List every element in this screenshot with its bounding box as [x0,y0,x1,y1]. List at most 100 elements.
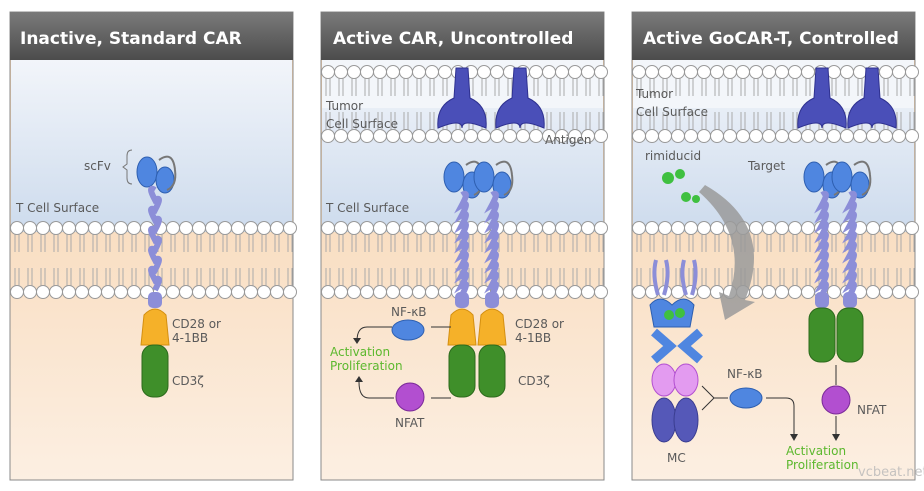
lipid-head [451,129,465,143]
lipid-head [425,129,439,143]
lipid-head [542,285,556,299]
lipid-tail [636,72,642,136]
lipid-head [127,221,141,235]
lipid-head [905,65,919,79]
panel-title: Active CAR, Uncontrolled [333,29,573,49]
lipid-head [62,221,76,235]
tumor-label-line1: Tumor [325,99,363,113]
cd3z-label: CD3ζ [518,374,550,388]
lipid-tail [831,228,837,292]
lipid-head [581,65,595,79]
lipid-head [399,285,413,299]
hinge-transmembrane-helix [842,190,857,297]
lipid-tail [429,72,435,136]
lipid-tail [701,228,707,292]
lipid-tail [779,72,785,136]
lipid-head [542,221,556,235]
lipid-head [684,129,698,143]
lipid-tail [338,228,344,292]
lipid-head [801,285,815,299]
lipid-tail [559,72,565,136]
lipid-tail [351,228,357,292]
lipid-head [658,221,672,235]
lipid-tail [429,228,435,292]
lipid-tail [870,228,876,292]
lipid-head [101,285,115,299]
costim-label-line2: 4-1BB [172,331,208,345]
lipid-tail [533,72,539,136]
lipid-tail [14,228,20,292]
mc-label: MC [667,451,686,465]
lipid-tail [442,72,448,136]
arrowhead [832,434,840,441]
lipid-head [853,65,867,79]
linker [853,160,872,196]
lipid-head [360,221,374,235]
antigen-protein [437,67,487,129]
target-label: Target [747,159,785,173]
lipid-head [736,129,750,143]
lipid-head [710,129,724,143]
lipid-head [477,65,491,79]
lipid-tail [753,72,759,136]
lipid-head [49,285,63,299]
rimiducid-molecules [662,169,700,203]
hinge-transmembrane-helix [484,190,499,297]
scfv-domain [136,156,158,188]
lipid-head [555,65,569,79]
lipid-head [205,221,219,235]
lipid-tail [105,228,111,292]
arrowhead [355,376,363,382]
car-receptor [136,155,177,398]
lipid-head [671,221,685,235]
lipid-head [529,129,543,143]
nfat-label: NFAT [857,403,887,417]
connector [701,385,728,411]
lipid-tail [572,228,578,292]
transmembrane-domain [815,292,829,308]
lipid-head [101,221,115,235]
lipid-head [801,65,815,79]
lipid-head [127,285,141,299]
lipid-tail [831,72,837,136]
lipid-head [671,65,685,79]
nfkb-protein [729,387,763,409]
lipid-tail [118,228,124,292]
lipid-tail [533,228,539,292]
nfkb-label: NF-κB [391,305,427,319]
nfat-label: NFAT [395,416,425,430]
myd88-domain [651,363,677,397]
lipid-head [218,285,232,299]
lipid-head [632,221,646,235]
costimulatory-domain [140,308,170,346]
lipid-tail [261,228,267,292]
costimulatory-domain [477,308,507,346]
lipid-tail [714,228,720,292]
lipid-tail [79,228,85,292]
lipid-head [386,65,400,79]
lipid-head [814,129,828,143]
target-antigen [797,67,847,129]
lipid-head [594,65,608,79]
lipid-tail [66,228,72,292]
lipid-head [840,65,854,79]
lipid-tail [572,72,578,136]
lipid-head [879,65,893,79]
lipid-head [75,285,89,299]
t-cell-surface-label: T Cell Surface [325,201,409,215]
lipid-head [321,221,335,235]
lipid-tail [792,228,798,292]
lipid-tail [507,72,513,136]
mc-switch [649,259,703,443]
cd3-zeta-domain [478,344,506,398]
lipid-head [645,129,659,143]
lipid-tail [779,228,785,292]
lipid-head [10,285,24,299]
nfat-protein [395,382,425,412]
car-receptor [473,160,514,398]
lipid-head [373,65,387,79]
lipid-head [632,129,646,143]
lipid-tail [662,228,668,292]
lipid-head [114,221,128,235]
panel-title: Active GoCAR-T, Controlled [643,29,899,49]
